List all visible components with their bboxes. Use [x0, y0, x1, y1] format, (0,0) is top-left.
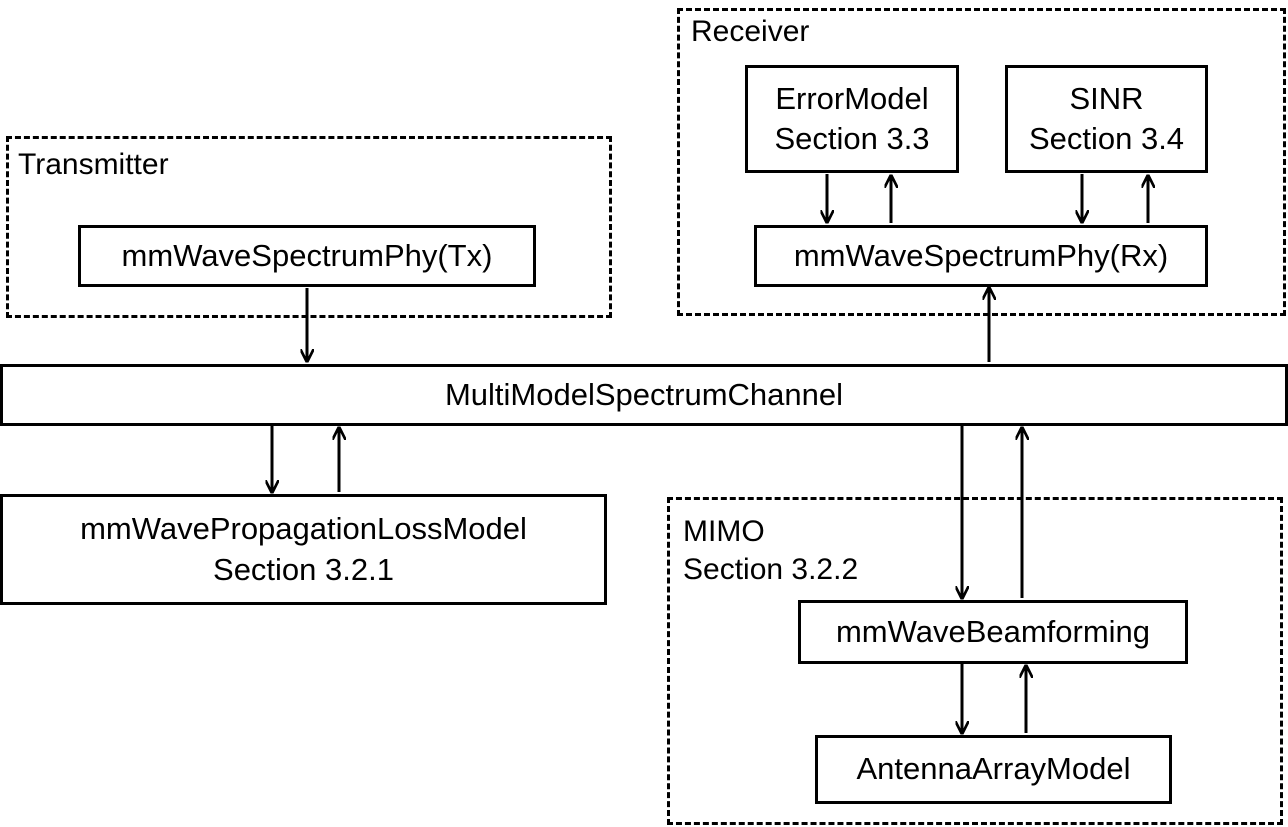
sinr-box: SINR Section 3.4	[1005, 65, 1208, 173]
spectrum-phy-tx-label: mmWaveSpectrumPhy(Tx)	[121, 237, 493, 273]
propagation-loss-section: Section 3.2.1	[213, 551, 394, 587]
error-model-label: ErrorModel	[775, 80, 929, 116]
channel-box: MultiModelSpectrumChannel	[0, 364, 1288, 426]
sinr-label: SINR	[1069, 80, 1144, 116]
transmitter-group	[6, 136, 612, 318]
receiver-group-title: Receiver	[691, 15, 810, 48]
mimo-group-title: MIMO Section 3.2.2	[683, 513, 858, 588]
channel-label: MultiModelSpectrumChannel	[444, 376, 844, 412]
receiver-group	[677, 8, 1286, 316]
spectrum-phy-rx-label: mmWaveSpectrumPhy(Rx)	[793, 237, 1169, 273]
mimo-group-name: MIMO	[683, 515, 765, 548]
beamforming-label: mmWaveBeamforming	[835, 613, 1151, 649]
mimo-group-section: Section 3.2.2	[683, 552, 859, 586]
spectrum-phy-rx-box: mmWaveSpectrumPhy(Rx)	[754, 225, 1208, 287]
error-model-section: Section 3.3	[774, 121, 930, 156]
spectrum-phy-tx-box: mmWaveSpectrumPhy(Tx)	[78, 225, 536, 287]
antenna-array-box: AntennaArrayModel	[815, 735, 1172, 804]
mimo-group	[667, 497, 1283, 825]
beamforming-box: mmWaveBeamforming	[798, 600, 1188, 664]
antenna-array-label: AntennaArrayModel	[856, 751, 1131, 787]
propagation-loss-box: mmWavePropagationLossModel Section 3.2.1	[0, 494, 607, 605]
transmitter-group-title: Transmitter	[18, 148, 169, 181]
propagation-loss-label: mmWavePropagationLossModel	[80, 511, 527, 547]
error-model-box: ErrorModel Section 3.3	[745, 65, 959, 173]
sinr-section: Section 3.4	[1028, 121, 1185, 156]
